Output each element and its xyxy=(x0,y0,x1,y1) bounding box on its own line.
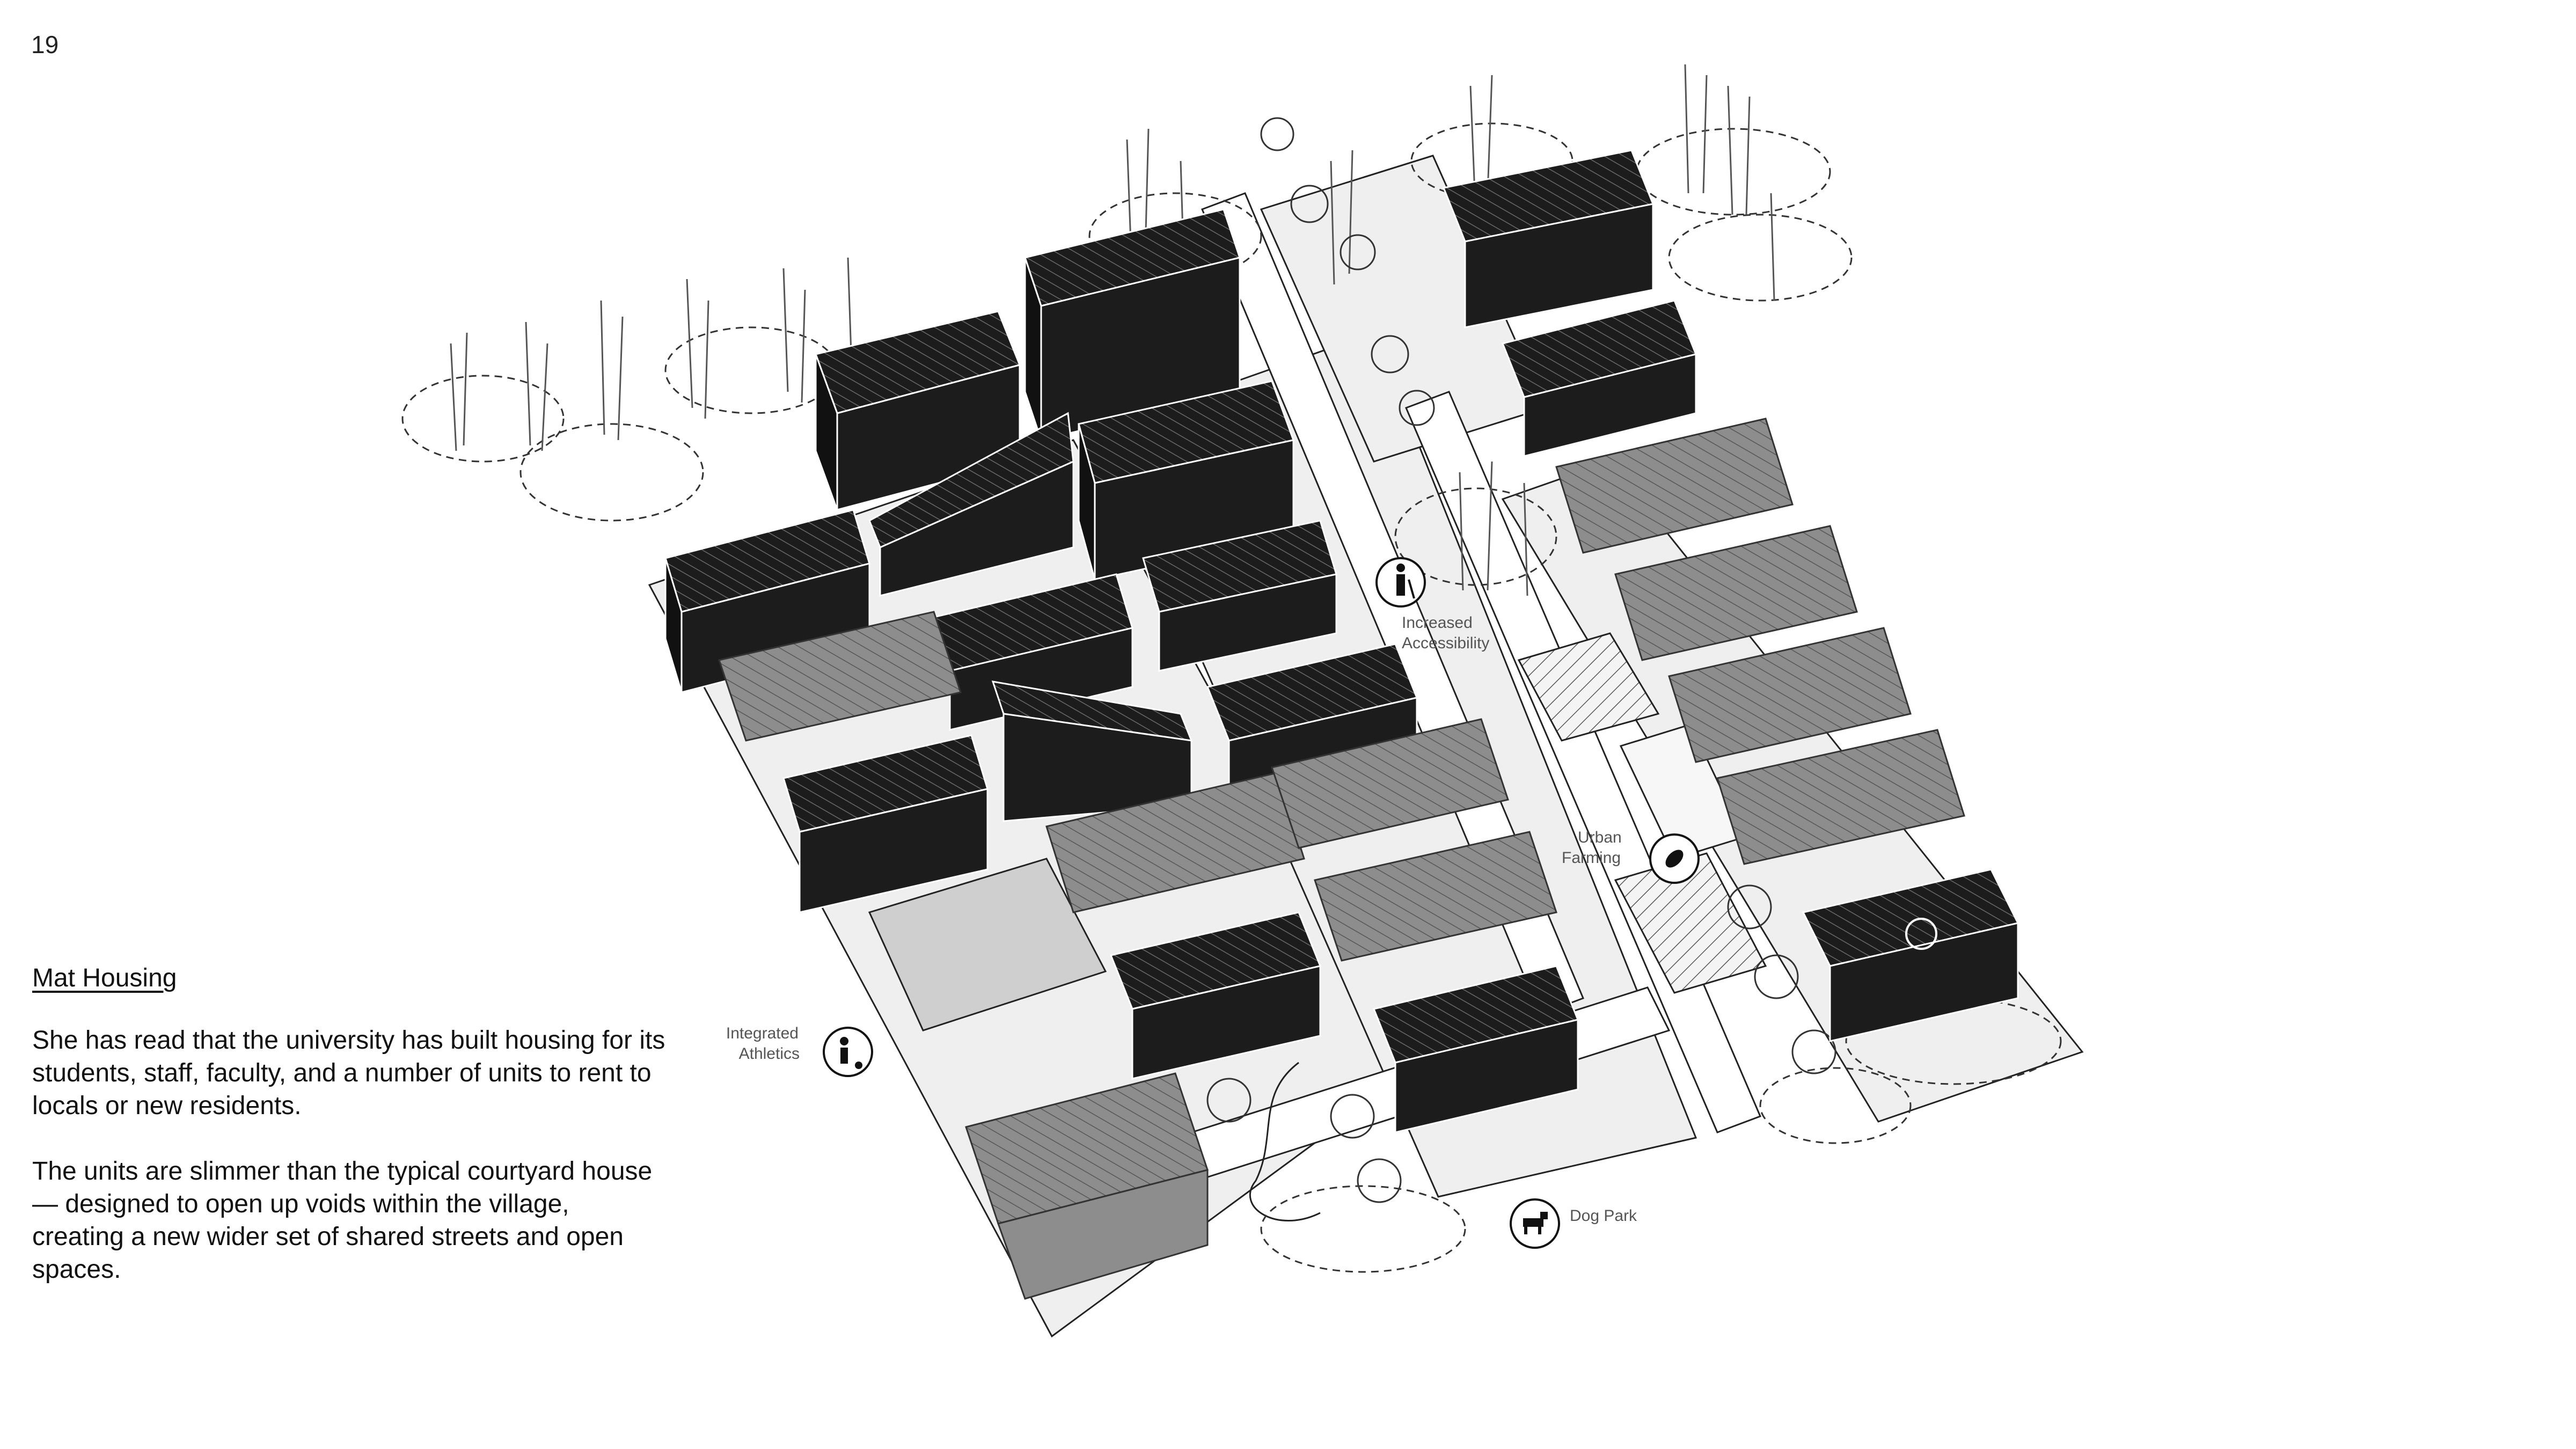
tree xyxy=(1791,1029,1836,1074)
tree-cluster-se-2 xyxy=(1759,1067,1912,1144)
dark-unit xyxy=(1109,911,1322,1080)
hatched-plaza-1 xyxy=(1517,632,1660,742)
tree xyxy=(1357,1158,1402,1203)
tree xyxy=(1727,884,1772,930)
section-title: Mat Housing xyxy=(32,964,177,992)
dark-unit-end xyxy=(1802,868,2019,1042)
tree-cluster-nw-2 xyxy=(519,423,704,522)
athletics-icon-group xyxy=(823,1027,873,1077)
gray-unit xyxy=(718,611,962,742)
small-trees xyxy=(1206,117,1836,1203)
grass-strokes xyxy=(450,64,1775,596)
gray-unit xyxy=(997,1169,1209,1300)
tree-cluster-se-1 xyxy=(1845,997,2062,1085)
athletics-field xyxy=(868,858,1107,1031)
body-paragraph-2: The units are slimmer than the typical c… xyxy=(32,1157,653,1284)
dark-unit-shed xyxy=(868,412,1074,597)
label-accessibility-line2: Accessibility xyxy=(1402,634,1489,652)
tree xyxy=(1206,1078,1252,1123)
tree xyxy=(1290,185,1329,223)
gray-row-unit xyxy=(1668,627,1912,763)
label-athletics-line2: Athletics xyxy=(739,1045,800,1063)
page-number: 19 xyxy=(31,31,59,58)
text-panel: Mat Housing She has read that the univer… xyxy=(32,963,665,1319)
accessibility-icon-group xyxy=(1375,557,1426,608)
annotation-icons xyxy=(823,557,1700,1249)
tree-cluster-s-1 xyxy=(1260,1185,1466,1273)
farming-icon-group xyxy=(1649,833,1700,884)
label-athletics-line1: Integrated xyxy=(726,1024,799,1042)
tree xyxy=(1340,234,1376,270)
gray-unit xyxy=(1045,772,1305,913)
gray-housing-units xyxy=(718,418,1965,1300)
tree-cluster-nw-1 xyxy=(401,375,565,463)
gray-unit xyxy=(1271,718,1509,849)
body-paragraph-1: She has read that the university has bui… xyxy=(32,1026,665,1120)
label-farming-line1: Urban xyxy=(1578,829,1622,846)
dark-housing-units xyxy=(664,149,2019,1133)
tree xyxy=(1371,335,1409,374)
gray-unit xyxy=(1314,831,1557,962)
dark-unit xyxy=(1501,299,1697,457)
round-window xyxy=(1905,918,1937,950)
label-dog-park: Dog Park xyxy=(1570,1207,1637,1225)
dog-park-icon-group xyxy=(1510,1198,1560,1249)
tree xyxy=(1399,390,1435,426)
plaza-features xyxy=(868,632,1767,1222)
dark-unit-shed xyxy=(991,680,1193,822)
dark-unit xyxy=(1442,149,1655,328)
tree-clusters xyxy=(401,122,2062,1273)
dark-unit-tall xyxy=(1024,208,1241,441)
tree xyxy=(1260,117,1294,151)
tree xyxy=(1754,954,1799,999)
tree-cluster-ne-1 xyxy=(1636,128,1831,216)
tree-cluster-c xyxy=(1394,487,1557,586)
dark-unit xyxy=(1372,965,1579,1133)
label-farming-line2: Farming xyxy=(1562,849,1621,867)
annotation-labels: Increased Accessibility Urban Farming In… xyxy=(726,614,1637,1225)
tree-cluster-ne-2 xyxy=(1668,214,1853,302)
curved-path xyxy=(1249,1062,1321,1222)
gray-row-unit xyxy=(1555,418,1794,554)
tree xyxy=(1330,1094,1375,1139)
label-accessibility-line1: Increased xyxy=(1402,614,1473,632)
dark-unit xyxy=(1142,519,1337,672)
dark-unit xyxy=(782,734,989,913)
gray-row-unit xyxy=(1614,525,1858,661)
gray-row-unit xyxy=(1716,729,1965,865)
